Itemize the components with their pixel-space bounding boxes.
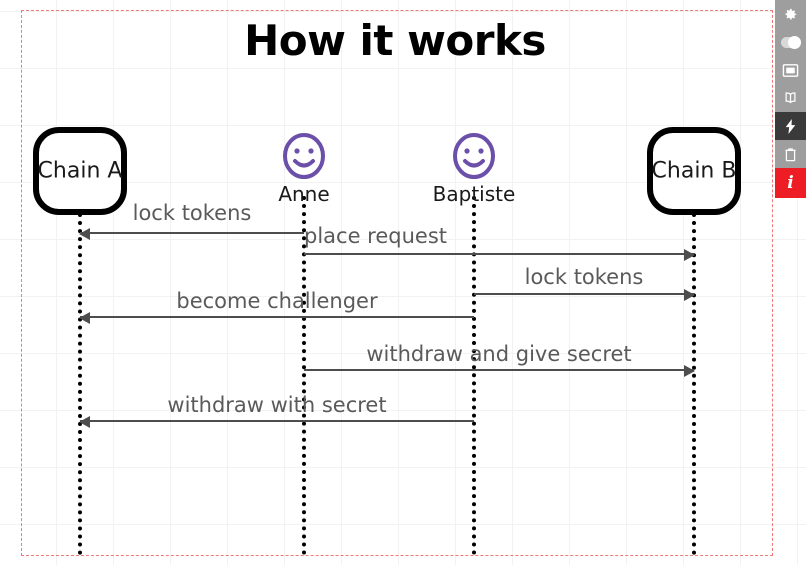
presentation-toolbar[interactable]: i (775, 0, 806, 198)
message-arrow (304, 249, 695, 261)
arrowhead-left-icon (79, 228, 90, 240)
screen-icon (782, 63, 799, 77)
arrowhead-left-icon (79, 312, 90, 324)
participant-baptiste[interactable]: Baptiste (429, 131, 519, 206)
message-arrow (79, 228, 304, 240)
toggle-knob (787, 35, 801, 49)
toolbar-button-settings[interactable] (775, 0, 806, 28)
lifeline-chain-a (78, 213, 82, 555)
info-icon: i (787, 172, 794, 193)
lifeline-chain-b (692, 213, 696, 555)
arrowhead-left-icon (79, 416, 90, 428)
participant-anne[interactable]: Anne (259, 131, 349, 206)
toolbar-button-laser[interactable] (775, 112, 806, 140)
page-title: How it works (244, 16, 546, 65)
participant-chain-a[interactable]: Chain A (33, 127, 127, 215)
message-label: lock tokens (524, 265, 644, 289)
participant-label: Chain A (37, 158, 123, 184)
message-arrow (79, 416, 474, 428)
arrowhead-right-icon (684, 365, 695, 377)
toggle-icon (780, 35, 801, 49)
trash-icon (785, 147, 796, 161)
toolbar-button-notes[interactable] (775, 84, 806, 112)
message-label: withdraw and give secret (366, 342, 632, 366)
toolbar-button-info[interactable]: i (775, 168, 806, 198)
message-arrow (79, 312, 474, 324)
participant-label: Baptiste (432, 182, 516, 206)
message-label: become challenger (176, 289, 378, 313)
message-label: withdraw with secret (167, 393, 387, 417)
smiley-face-icon (283, 133, 325, 179)
message-arrow (304, 365, 695, 377)
arrowhead-right-icon (684, 289, 695, 301)
toolbar-toggle-switch[interactable] (775, 28, 806, 56)
smiley-face-icon (453, 133, 495, 179)
message-label: lock tokens (132, 201, 252, 225)
message-arrow (474, 289, 695, 301)
participant-label: Chain B (651, 158, 737, 184)
participant-label: Anne (278, 182, 330, 206)
message-label: place request (304, 224, 448, 248)
toolbar-button-erase[interactable] (775, 140, 806, 168)
lifeline-baptiste (472, 196, 476, 555)
book-icon (785, 92, 796, 104)
lifeline-anne (302, 196, 306, 555)
toolbar-button-present[interactable] (775, 56, 806, 84)
arrowhead-right-icon (684, 249, 695, 261)
gear-icon (785, 8, 797, 19)
participant-chain-b[interactable]: Chain B (647, 127, 741, 215)
lightning-icon (785, 118, 796, 134)
